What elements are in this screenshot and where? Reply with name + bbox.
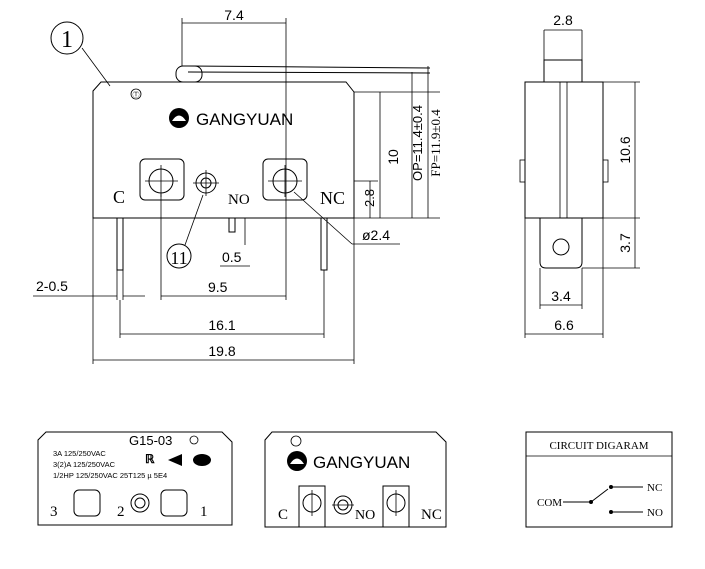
terminal-nc-block — [262, 158, 308, 201]
back-term-nc-box — [382, 485, 410, 528]
back-logo-inner — [290, 458, 304, 464]
label-plate-view: G15-03 3A 125/250VAC 3(2)A 125/250VAC 1/… — [37, 431, 233, 526]
dim-side-10-6-text: 10.6 — [617, 136, 633, 163]
side-view: 2.8 10.6 3.7 3.4 6.6 — [519, 12, 640, 338]
label-rating-2: 3(2)A 125/250VAC — [53, 460, 116, 469]
dim-thick-text: 2-0.5 — [36, 278, 68, 294]
switch-body — [92, 81, 355, 219]
back-brand-name: GANGYUAN — [313, 453, 410, 472]
side-terminal-hole — [552, 238, 570, 256]
label-term-3-box — [73, 489, 101, 517]
callout-11-leader — [184, 194, 204, 246]
cert-mark-text: Ⓣ — [133, 91, 140, 99]
dim-16-1-text: 16.1 — [208, 317, 235, 333]
callout-11-label: 11 — [170, 248, 187, 268]
dim-op-text: OP=11.4±0.4 — [410, 105, 425, 181]
dim-side-6-6-text: 6.6 — [554, 317, 574, 333]
terminal-no-label: NO — [228, 192, 250, 208]
dim-side-3-7-text: 3.7 — [617, 233, 633, 253]
brand-logo-inner — [172, 115, 186, 121]
ul-mark-icon: ℝ — [145, 452, 155, 466]
label-rating-3: 1/2HP 125/250VAC 25T125 µ 5E4 — [53, 471, 167, 480]
side-actuator — [543, 59, 583, 83]
callout-1-leader — [81, 47, 111, 87]
label-term-2-inner — [134, 497, 146, 509]
label-cert-icon — [189, 435, 199, 445]
label-term-3: 3 — [50, 504, 58, 520]
dim-0-5-text: 0.5 — [222, 249, 242, 265]
label-term-2: 2 — [117, 504, 125, 520]
pin-no — [228, 217, 236, 233]
callout-1-label: 1 — [61, 27, 73, 53]
dim-19-8-text: 19.8 — [208, 343, 235, 359]
dim-hole-dia-text: ø2.4 — [362, 227, 390, 243]
terminal-c-label: C — [113, 187, 125, 207]
label-term-2-outer — [130, 493, 150, 513]
cert-mark-icon — [130, 88, 142, 100]
side-body — [524, 81, 604, 219]
back-term-no: NO — [355, 508, 375, 523]
label-term-1: 1 — [200, 504, 208, 520]
lever-top-line — [187, 65, 431, 69]
circuit-switch-arm — [590, 488, 609, 503]
back-term-nc: NC — [421, 507, 442, 523]
cqc-mark-icon — [193, 454, 211, 466]
back-term-c-box — [298, 485, 326, 528]
dia-leader — [293, 191, 353, 245]
dim-9-5-text: 9.5 — [208, 279, 228, 295]
dim-7-4-text: 7.4 — [224, 7, 244, 23]
pin-c — [116, 217, 124, 271]
terminal-nc-label: NC — [320, 188, 345, 208]
back-view: GANGYUAN C NO NC — [264, 431, 447, 528]
label-rating-1: 3A 125/250VAC — [53, 449, 106, 458]
circuit-nc-label: NC — [647, 482, 662, 494]
brand-name: GANGYUAN — [196, 110, 293, 129]
side-tab-right — [602, 159, 609, 183]
back-term-c: C — [278, 507, 288, 523]
circuit-no-label: NO — [647, 507, 663, 519]
lever-bottom-line — [187, 71, 431, 74]
actuator-button — [175, 65, 203, 83]
side-tab-left — [519, 159, 526, 183]
circuit-title: CIRCUIT DIGARAM — [549, 440, 648, 452]
side-terminal — [539, 218, 583, 269]
label-plate-outline — [37, 431, 233, 526]
dim-10-text: 10 — [385, 149, 401, 165]
callout-circle-1 — [50, 21, 84, 55]
dim-2-8-text: 2.8 — [362, 189, 377, 207]
back-plate-outline — [264, 431, 447, 528]
circuit-box — [525, 431, 673, 528]
dim-side-3-4-text: 3.4 — [551, 288, 571, 304]
pin-nc — [320, 217, 328, 271]
back-cert-icon — [290, 435, 302, 447]
terminal-c-block — [139, 158, 185, 201]
ce-mark-icon — [168, 454, 182, 466]
label-term-1-box — [160, 489, 188, 517]
dim-fp-text: FP=11.9±0.4 — [428, 109, 443, 177]
label-model: G15-03 — [129, 433, 172, 448]
circuit-com-label: COM — [537, 497, 562, 509]
circuit-diagram: CIRCUIT DIGARAM COM NC NO — [525, 431, 673, 528]
dim-side-2-8-text: 2.8 — [553, 12, 573, 28]
front-view: 1 Ⓣ GANGYUAN C NO NC — [33, 7, 443, 364]
callout-circle-11 — [166, 243, 192, 269]
